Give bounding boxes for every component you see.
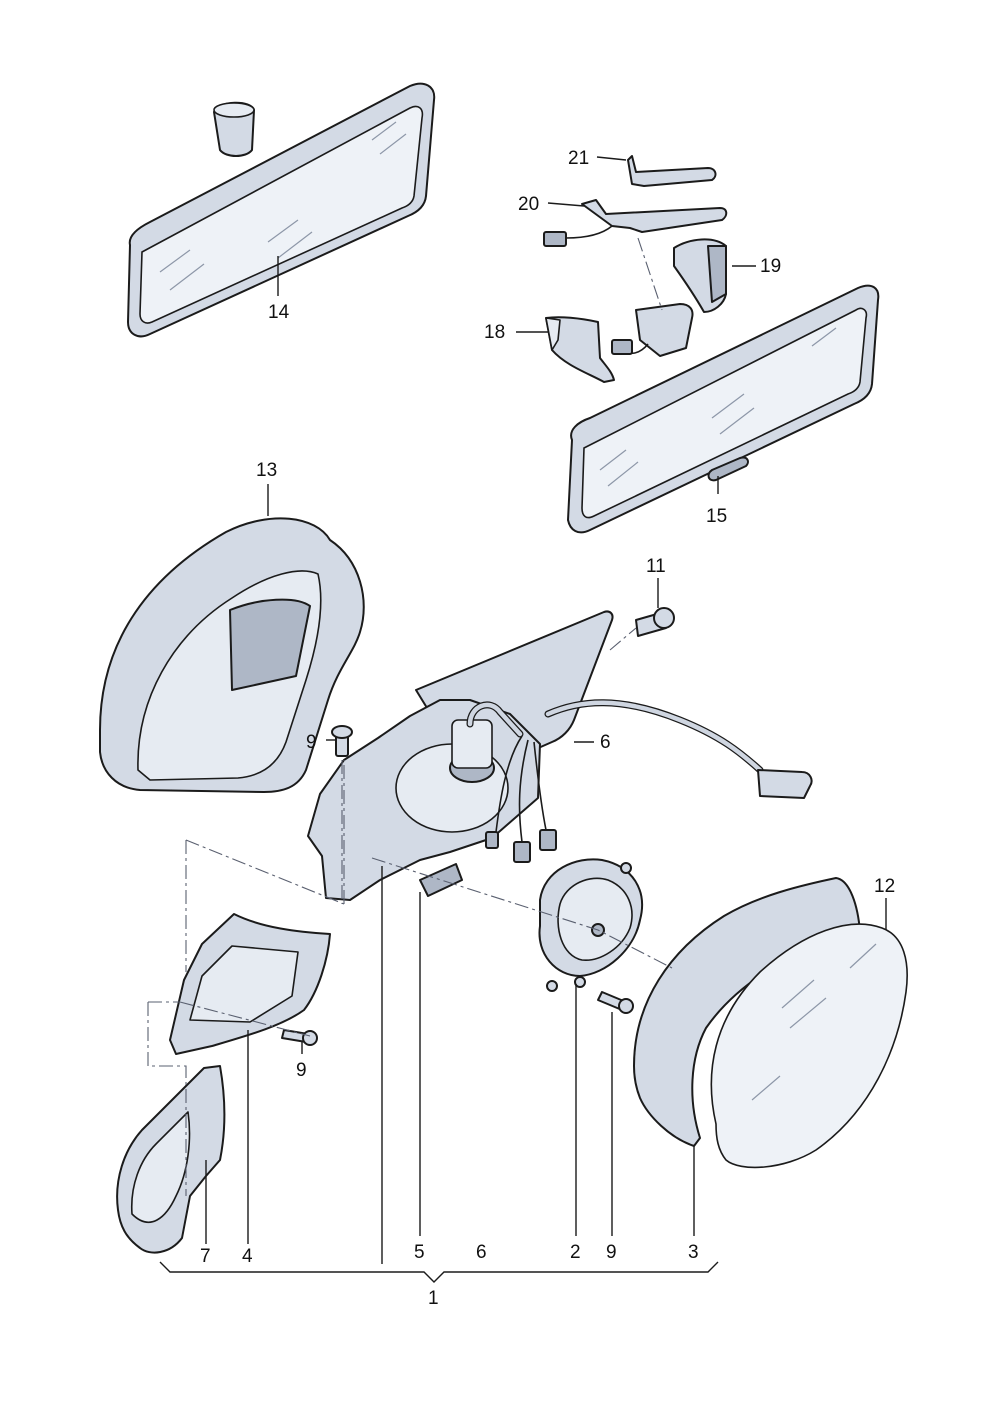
- callout-9-bottom: 9: [296, 1060, 307, 1081]
- callout-1: 1: [428, 1288, 439, 1309]
- callout-12: 12: [874, 876, 895, 897]
- turn-signal-7: [116, 1065, 226, 1254]
- callout-6-bottom: 6: [476, 1242, 487, 1263]
- callout-3: 3: [688, 1242, 699, 1263]
- callout-13: 13: [256, 460, 277, 481]
- callout-11: 11: [646, 556, 666, 577]
- callout-6-top: 6: [600, 732, 611, 753]
- cover-19: [673, 238, 727, 313]
- callout-14: 14: [268, 302, 290, 323]
- rearview-mirror-14: [127, 82, 436, 338]
- cover-21: [627, 155, 717, 187]
- callout-20: 20: [518, 194, 539, 215]
- bolt-9-bottom: [281, 1029, 318, 1046]
- callout-9-left: 9: [306, 732, 317, 753]
- cover-18: [545, 316, 615, 383]
- callout-7: 7: [200, 1246, 211, 1267]
- callout-15: 15: [706, 506, 727, 527]
- callouts: 21 20 19 18 14 15 13 11 9 6 12 9 7 4 5 6…: [200, 148, 895, 1309]
- mount-connector: [611, 303, 694, 357]
- bolt-11: [635, 607, 675, 637]
- callout-21: 21: [568, 148, 589, 169]
- leader-lines: [159, 156, 887, 1283]
- mirror-glass-12: [710, 923, 908, 1169]
- callout-5: 5: [414, 1242, 425, 1263]
- bolt-9-middle: [597, 991, 634, 1014]
- callout-9-mid: 9: [606, 1242, 617, 1263]
- callout-18: 18: [484, 322, 505, 343]
- adjusting-motor-2: [538, 858, 643, 992]
- callout-2: 2: [570, 1242, 581, 1263]
- cover-cap-4: [169, 913, 331, 1055]
- rearview-mirror-15: [567, 284, 880, 534]
- bolt-9-left: [331, 725, 353, 757]
- callout-19: 19: [760, 256, 781, 277]
- clip-5: [419, 863, 463, 897]
- cover-with-wiring-20: [543, 199, 728, 247]
- mirror-base-6: [307, 610, 813, 901]
- assembly-lines: [147, 237, 673, 1196]
- mirror-housing-13: [99, 517, 365, 793]
- callout-4: 4: [242, 1246, 253, 1267]
